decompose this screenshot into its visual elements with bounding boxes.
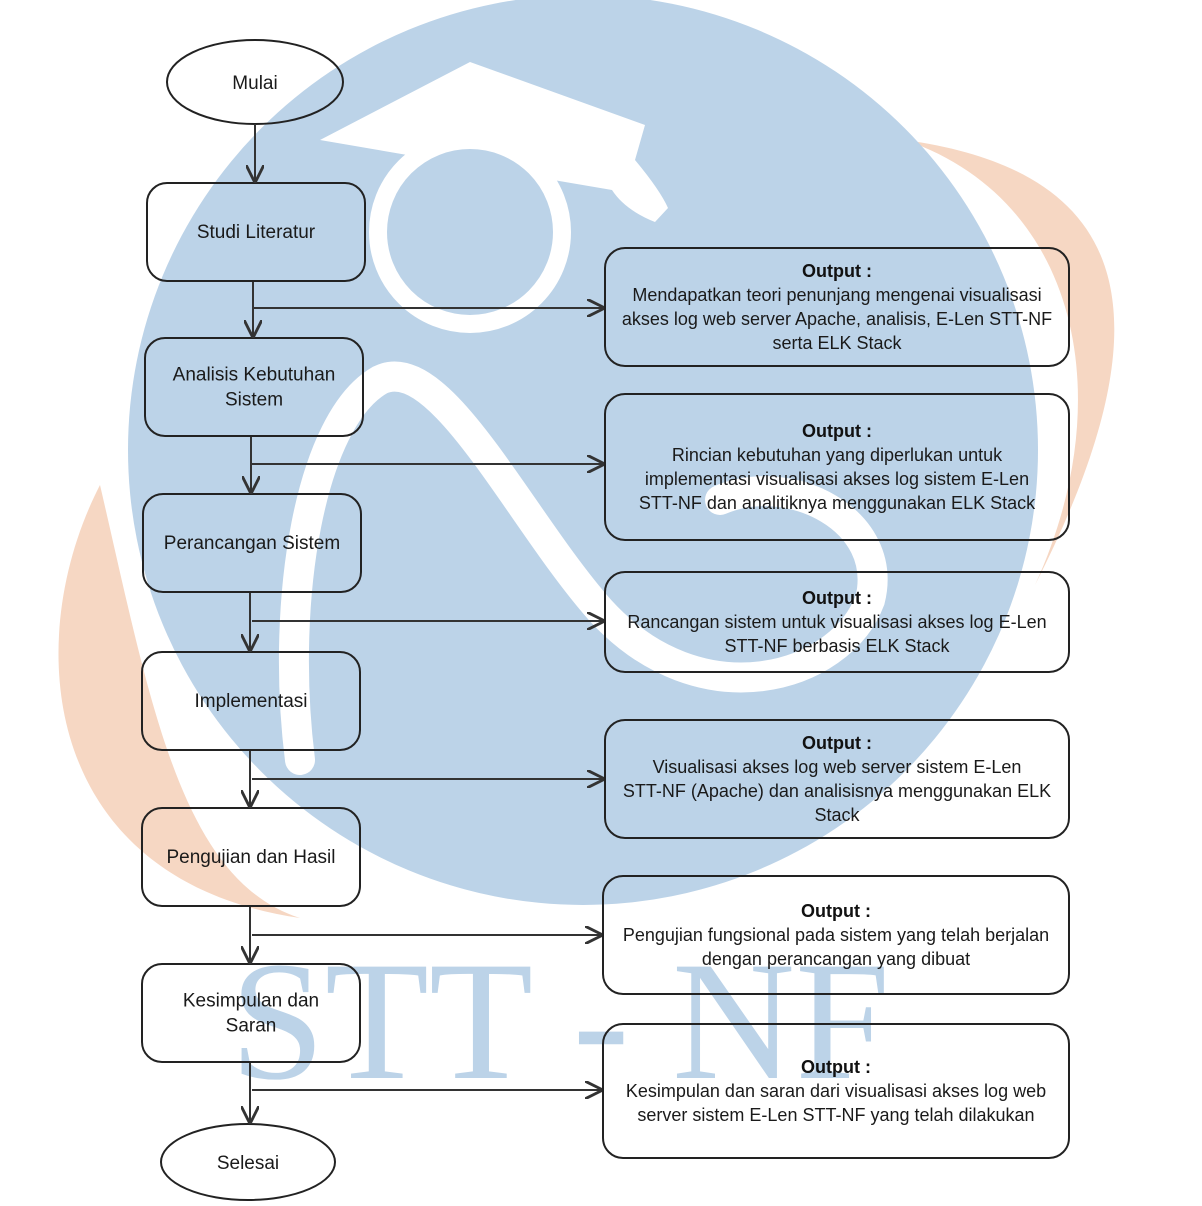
watermark-text: STT - NF (230, 927, 890, 1115)
output-box: Output : Pengujian fungsional pada sistem… (602, 875, 1070, 995)
output-title: Output : (801, 1057, 871, 1077)
output-description: Kesimpulan dan saran dari visualisasi ak… (626, 1081, 1046, 1125)
output-box-frame (602, 1023, 1070, 1159)
output-box: Output : Rancangan sistem untuk visualisa… (604, 571, 1070, 673)
output-box-frame (604, 719, 1070, 839)
output-title: Output : (802, 421, 872, 441)
output-description: Visualisasi akses log web server sistem … (623, 757, 1051, 825)
output-box-frame (604, 571, 1070, 673)
output-description: Pengujian fungsional pada sistem yang te… (623, 925, 1049, 969)
output-box: Output : Rincian kebutuhan yang diperluka… (604, 393, 1070, 541)
end-terminal (160, 1123, 336, 1201)
watermark-head-circle (369, 131, 571, 333)
step-implementasi-label: Implementasi (195, 691, 308, 712)
output-title: Output : (801, 901, 871, 921)
step-pengujian-hasil-label: Pengujian dan Hasil (166, 847, 335, 868)
output-box-frame (604, 247, 1070, 367)
watermark-figure-arc (278, 361, 888, 775)
output-title: Output : (802, 588, 872, 608)
step-pengujian-hasil (141, 807, 361, 907)
stt-nf-watermark-logo: STT - NF (58, 0, 1115, 1115)
output-description: Rancangan sistem untuk visualisasi akses… (627, 612, 1046, 656)
end-terminal-label: Selesai (217, 1153, 279, 1174)
output-box-frame (604, 393, 1070, 541)
output-description: Mendapatkan teori penunjang mengenai vis… (622, 285, 1052, 353)
step-perancangan-sistem (142, 493, 362, 593)
output-boxes: Output : Mendapatkan teori penunjang meng… (602, 247, 1070, 1159)
output-box: Output : Mendapatkan teori penunjang meng… (604, 247, 1070, 367)
output-box: Output : Visualisasi akses log web server… (604, 719, 1070, 839)
watermark-orange-swoosh (58, 485, 300, 918)
output-title: Output : (802, 733, 872, 753)
watermark-blue-disc (128, 0, 1038, 905)
step-implementasi (141, 651, 361, 751)
step-perancangan-sistem-label: Perancangan Sistem (164, 533, 340, 554)
step-analisis-kebutuhan (144, 337, 364, 437)
watermark-orange-swoosh (905, 140, 1115, 585)
step-studi-literatur (146, 182, 366, 282)
start-terminal-label: Mulai (232, 73, 277, 94)
step-studi-literatur-label: Studi Literatur (197, 222, 316, 243)
step-kesimpulan-saran (141, 963, 361, 1063)
output-box: Output : Kesimpulan dan saran dari visual… (602, 1023, 1070, 1159)
output-box-frame (602, 875, 1070, 995)
flowchart-edges (250, 124, 603, 1122)
output-title: Output : (802, 261, 872, 281)
